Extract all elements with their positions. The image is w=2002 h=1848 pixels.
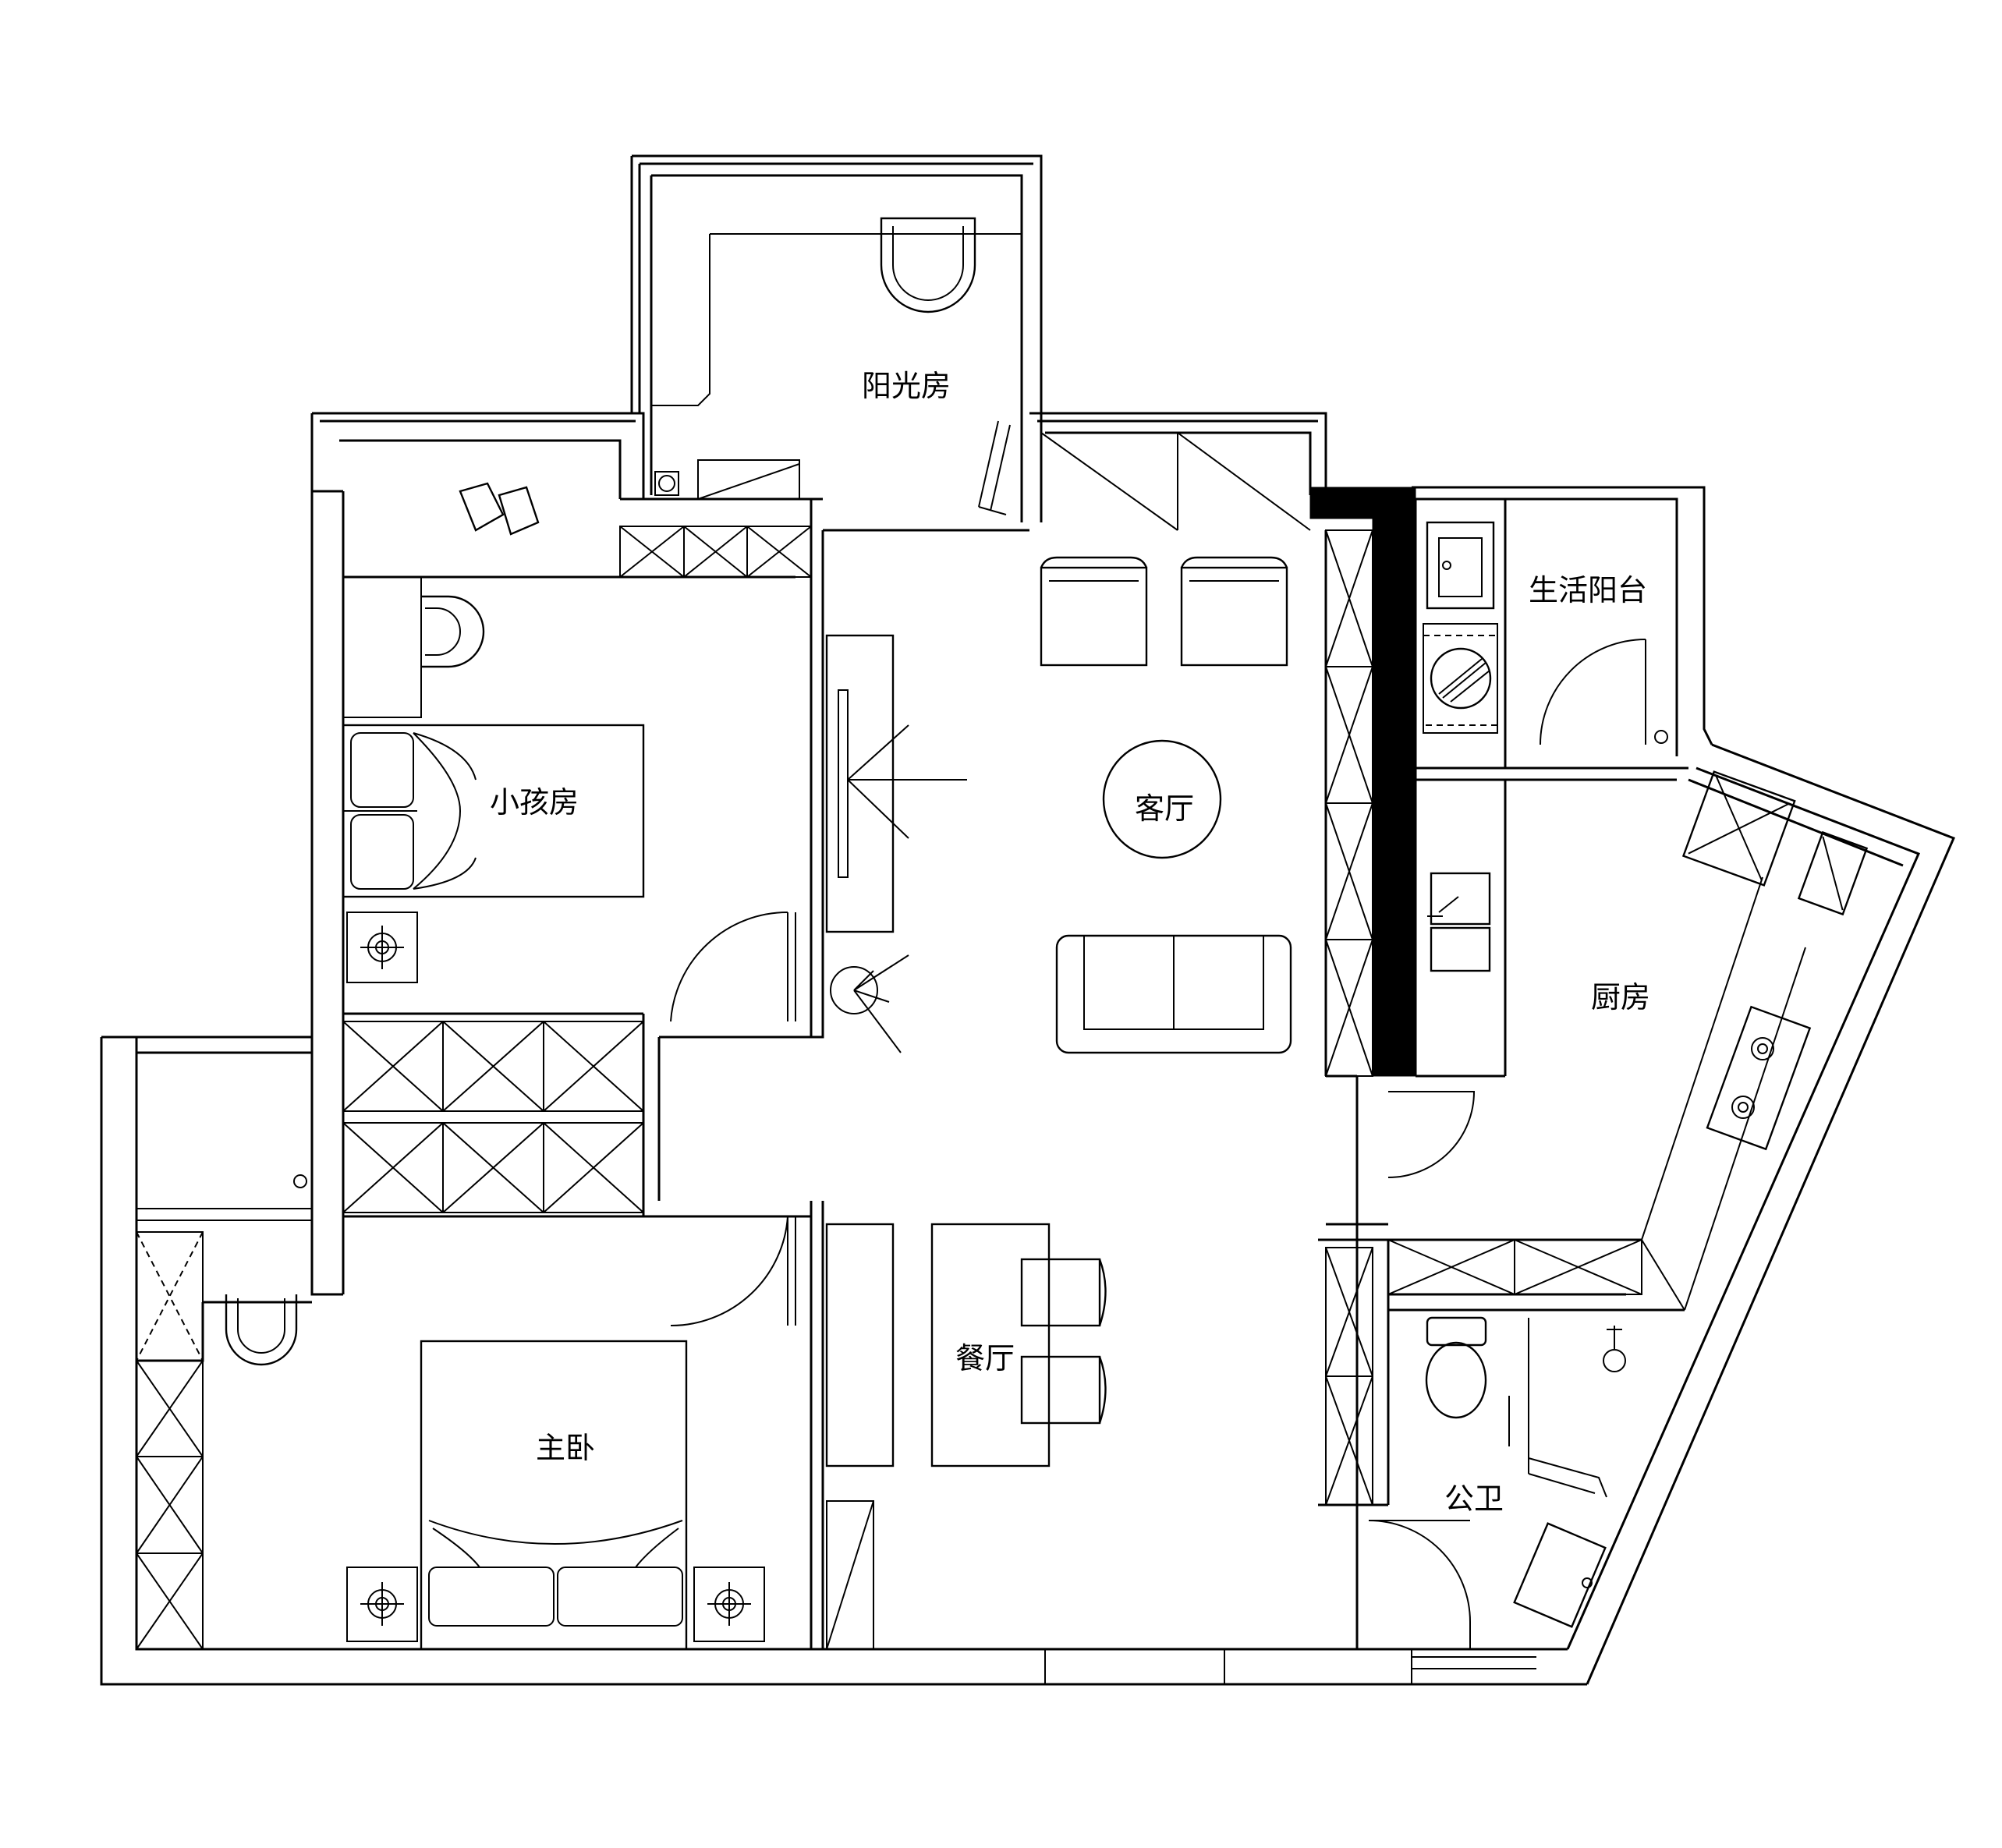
- label-kitchen: 厨房: [1591, 980, 1650, 1014]
- tv-cabinet: [825, 634, 895, 933]
- kids-room-furniture: [342, 576, 796, 1022]
- sunroom-chair: [880, 217, 976, 313]
- interior-walls: [136, 497, 1688, 1649]
- dining-furniture: [670, 1216, 1225, 1684]
- label-kids-room: 小孩房: [490, 785, 579, 820]
- balcony-cushions: [459, 482, 540, 536]
- label-living-room: 客厅: [1135, 791, 1194, 826]
- sideboard: [825, 1223, 895, 1467]
- wardrobes: [136, 526, 1642, 1650]
- master-bed: [420, 1340, 688, 1651]
- armchair-left: [1040, 556, 1148, 667]
- armchair-right: [1180, 556, 1288, 667]
- bathroom-furniture: [1368, 1316, 1626, 1684]
- sunroom-furniture: [651, 217, 1022, 515]
- master-bedroom-furniture: [136, 1052, 765, 1651]
- label-sunroom: 阳光房: [862, 369, 951, 403]
- dining-table: [930, 1223, 1051, 1467]
- label-master-bedroom: 主卧: [536, 1431, 595, 1465]
- utility-balcony-furniture: [1423, 521, 1668, 745]
- label-utility-balcony: 生活阳台: [1529, 573, 1647, 607]
- label-dining-room: 餐厅: [955, 1341, 1015, 1375]
- coffee-table: [1102, 739, 1222, 859]
- outer-walls: [100, 154, 1955, 1686]
- living-room-furniture: [825, 432, 1311, 1054]
- label-public-bathroom: 公卫: [1444, 1482, 1504, 1516]
- kitchen-furniture: [1387, 770, 1869, 1311]
